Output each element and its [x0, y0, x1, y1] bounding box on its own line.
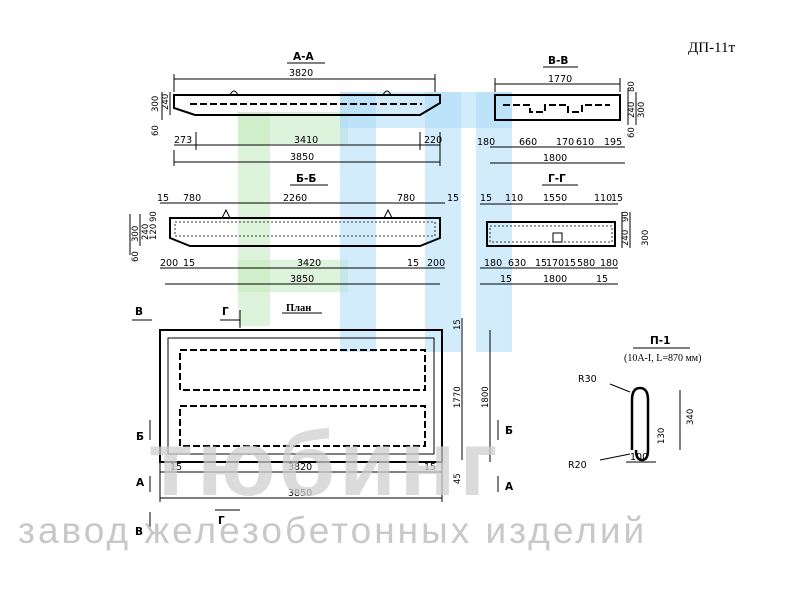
- gg-t1: 15: [480, 193, 492, 204]
- plan-view: План В Г Б Б 15 1770 1800 45 15 3820 15 …: [132, 303, 514, 538]
- vv-h4: 60: [627, 127, 637, 138]
- bb-h4: 120: [149, 224, 159, 240]
- bb-b4: 15: [407, 258, 419, 269]
- plan-cut-b-right: Б: [505, 425, 513, 437]
- loop-d100: 100: [630, 452, 648, 463]
- bb-b3: 3420: [297, 258, 321, 269]
- loop-d130: 130: [657, 428, 667, 444]
- gg-b7: 180: [600, 258, 618, 269]
- section-aa: А-А 3820 300 240 60 273 3410 220 3850: [151, 51, 442, 166]
- aa-right-off: 220: [424, 135, 442, 146]
- section-gg-title: Г-Г: [548, 173, 566, 185]
- plan-dim-1800: 1800: [481, 386, 491, 408]
- drawing-code: ДП-11т: [688, 40, 736, 56]
- vv-d3: 170: [556, 137, 574, 148]
- gg-overall-bottom: 1800: [543, 274, 567, 285]
- gg-b2: 630: [508, 258, 526, 269]
- section-bb: Б-Б 15 780 2260 780 15 300 240 90 120 60…: [129, 173, 459, 285]
- watermark-main-text: тюбинг: [148, 413, 502, 515]
- bb-top2: 780: [183, 193, 201, 204]
- plan-cut-a-left: А: [136, 477, 145, 489]
- plan-cut-b-left: Б: [136, 431, 144, 443]
- bb-b5: 200: [427, 258, 445, 269]
- section-vv: В-В 1770 80 240 300 60 180 660 170 610 1…: [477, 55, 647, 164]
- gg-b4: 170: [546, 258, 564, 269]
- plan-dim-3850: 3850: [288, 488, 312, 499]
- gg-t2: 110: [505, 193, 523, 204]
- bb-top4: 780: [397, 193, 415, 204]
- gg-h2: 240: [621, 230, 631, 246]
- plan-dim-1770: 1770: [453, 386, 463, 408]
- section-bb-title: Б-Б: [296, 173, 316, 185]
- bb-b1: 200: [160, 258, 178, 269]
- gg-b1: 180: [484, 258, 502, 269]
- vv-d4: 610: [576, 137, 594, 148]
- aa-mid: 3410: [294, 135, 318, 146]
- gg-b8: 15: [500, 274, 512, 285]
- loop-r20: R20: [568, 460, 587, 471]
- bb-h1: 300: [131, 226, 141, 242]
- plan-dim-15-right: 15: [424, 462, 436, 473]
- plan-cut-v-top: В: [135, 306, 143, 318]
- plan-cut-v-bottom: В: [135, 526, 143, 538]
- gg-t4: 110: [594, 193, 612, 204]
- section-vv-title: В-В: [548, 55, 568, 67]
- bb-h3: 90: [149, 211, 159, 222]
- vv-h1: 80: [627, 81, 637, 92]
- vv-h2: 240: [627, 102, 637, 118]
- vv-overall-bottom: 1800: [543, 153, 567, 164]
- bb-overall-bottom: 3850: [290, 274, 314, 285]
- aa-left-off: 273: [174, 135, 192, 146]
- aa-overall-bottom: 3850: [290, 152, 314, 163]
- plan-dim-45: 45: [453, 473, 463, 484]
- loop-h340: 340: [686, 409, 696, 425]
- plan-title: План: [286, 303, 311, 314]
- bb-top3: 2260: [283, 193, 307, 204]
- bb-h2: 240: [141, 224, 151, 240]
- plan-cut-g-bottom: Г: [218, 515, 225, 527]
- gg-b6: 580: [577, 258, 595, 269]
- plan-cut-g-top: Г: [222, 306, 229, 318]
- vv-d1: 180: [477, 137, 495, 148]
- gg-b5: 15: [564, 258, 576, 269]
- aa-overall-top: 3820: [289, 68, 313, 79]
- gg-t3: 1550: [543, 193, 567, 204]
- section-aa-title: А-А: [293, 51, 314, 63]
- vv-d2: 660: [519, 137, 537, 148]
- loop-title: П-1: [650, 335, 670, 347]
- plan-cut-a-right: А: [505, 481, 514, 493]
- section-gg: Г-Г 15 110 1550 110 15 90 240 300 180 63…: [480, 173, 651, 285]
- gg-h3: 300: [641, 230, 651, 246]
- gg-b9: 15: [596, 274, 608, 285]
- gg-t5: 15: [611, 193, 623, 204]
- aa-h3: 60: [151, 125, 161, 136]
- watermark-sub-text: завод железобетонных изделий: [18, 510, 647, 551]
- plan-dim-15-top: 15: [453, 319, 463, 330]
- plan-dim-15-left: 15: [170, 462, 182, 473]
- bb-top5: 15: [447, 193, 459, 204]
- lifting-loop-detail: П-1 (10А-I, L=870 мм) R30 R20 340 130 10…: [568, 335, 701, 471]
- vv-overall-top: 1770: [548, 74, 572, 85]
- aa-h2: 240: [161, 94, 171, 110]
- loop-r30: R30: [578, 374, 597, 385]
- aa-h1: 300: [151, 96, 161, 112]
- loop-spec: (10А-I, L=870 мм): [624, 353, 701, 364]
- bb-b2: 15: [183, 258, 195, 269]
- vv-d5: 195: [604, 137, 622, 148]
- bb-h5: 60: [131, 251, 141, 262]
- bb-top1: 15: [157, 193, 169, 204]
- gg-b3: 15: [535, 258, 547, 269]
- vv-h3: 300: [637, 102, 647, 118]
- gg-h1: 90: [621, 211, 631, 222]
- plan-dim-3820: 3820: [288, 462, 312, 473]
